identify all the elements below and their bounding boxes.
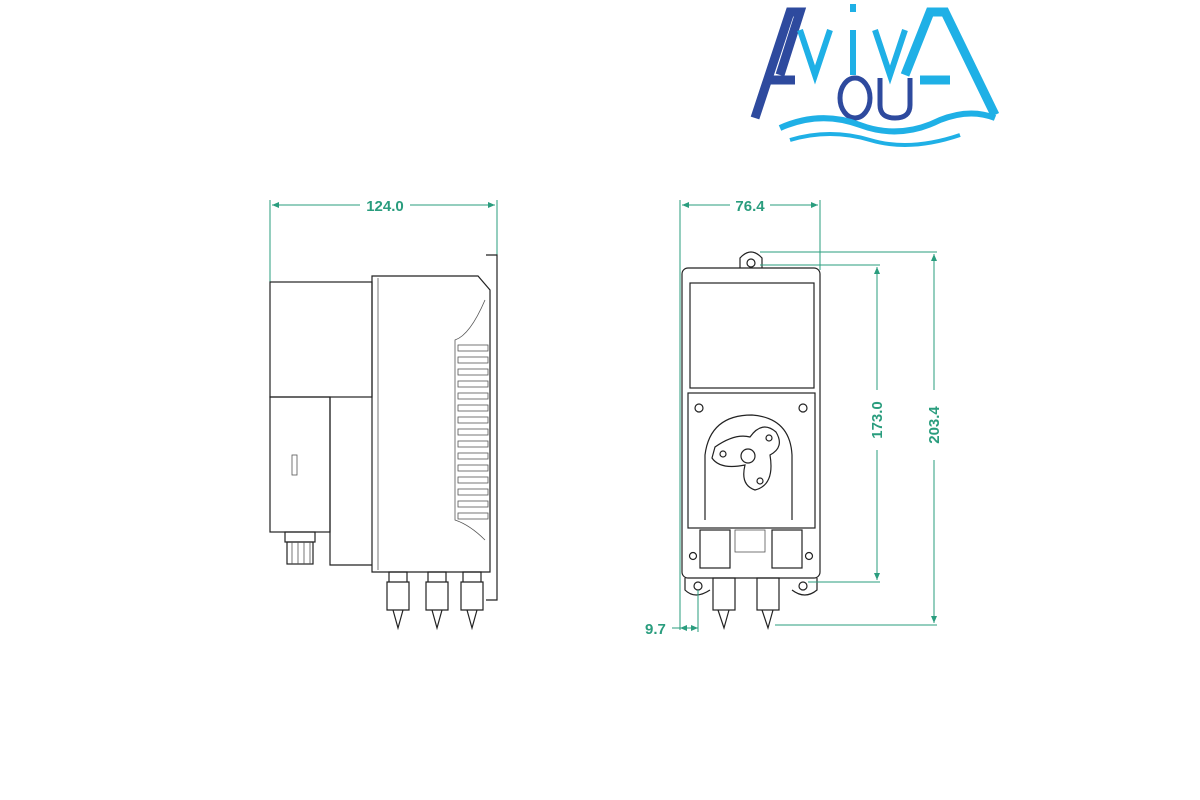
fin [457, 488, 489, 496]
fin [457, 428, 489, 436]
fin [457, 404, 489, 412]
knob [284, 531, 316, 565]
fin [457, 464, 489, 472]
width-dimension: 124.0 [269, 198, 498, 285]
fin [457, 440, 489, 448]
mount-offset-dimension: 9.7 [645, 590, 699, 638]
side-width-label: 124.0 [366, 198, 404, 215]
front-view: 76.4 173.0 [645, 198, 943, 638]
front-width-dimension: 76.4 [679, 198, 821, 630]
fin [457, 512, 489, 520]
pump-head [704, 414, 793, 520]
total-height-dimension: 203.4 [760, 251, 943, 626]
front-width-label: 76.4 [735, 198, 765, 215]
cooling-fins [457, 344, 489, 520]
mount-offset-label: 9.7 [645, 621, 666, 638]
fin [457, 344, 489, 352]
fin [457, 500, 489, 508]
aviva-aqua-logo [750, 4, 1000, 147]
front-hose-connectors [712, 577, 780, 631]
fin [457, 356, 489, 364]
screws [688, 403, 814, 561]
fin [457, 416, 489, 424]
fin [457, 380, 489, 388]
hose-connectors [386, 571, 484, 631]
side-view: 124.0 [269, 198, 498, 631]
hose-connector [425, 571, 449, 631]
fin [457, 452, 489, 460]
hose-connector [460, 571, 484, 631]
fin [457, 476, 489, 484]
hose-connector [386, 571, 410, 631]
fin [457, 392, 489, 400]
mount-height-label: 173.0 [869, 401, 886, 439]
fin [457, 368, 489, 376]
mount-height-dimension: 173.0 [760, 264, 886, 583]
total-height-label: 203.4 [926, 406, 943, 444]
